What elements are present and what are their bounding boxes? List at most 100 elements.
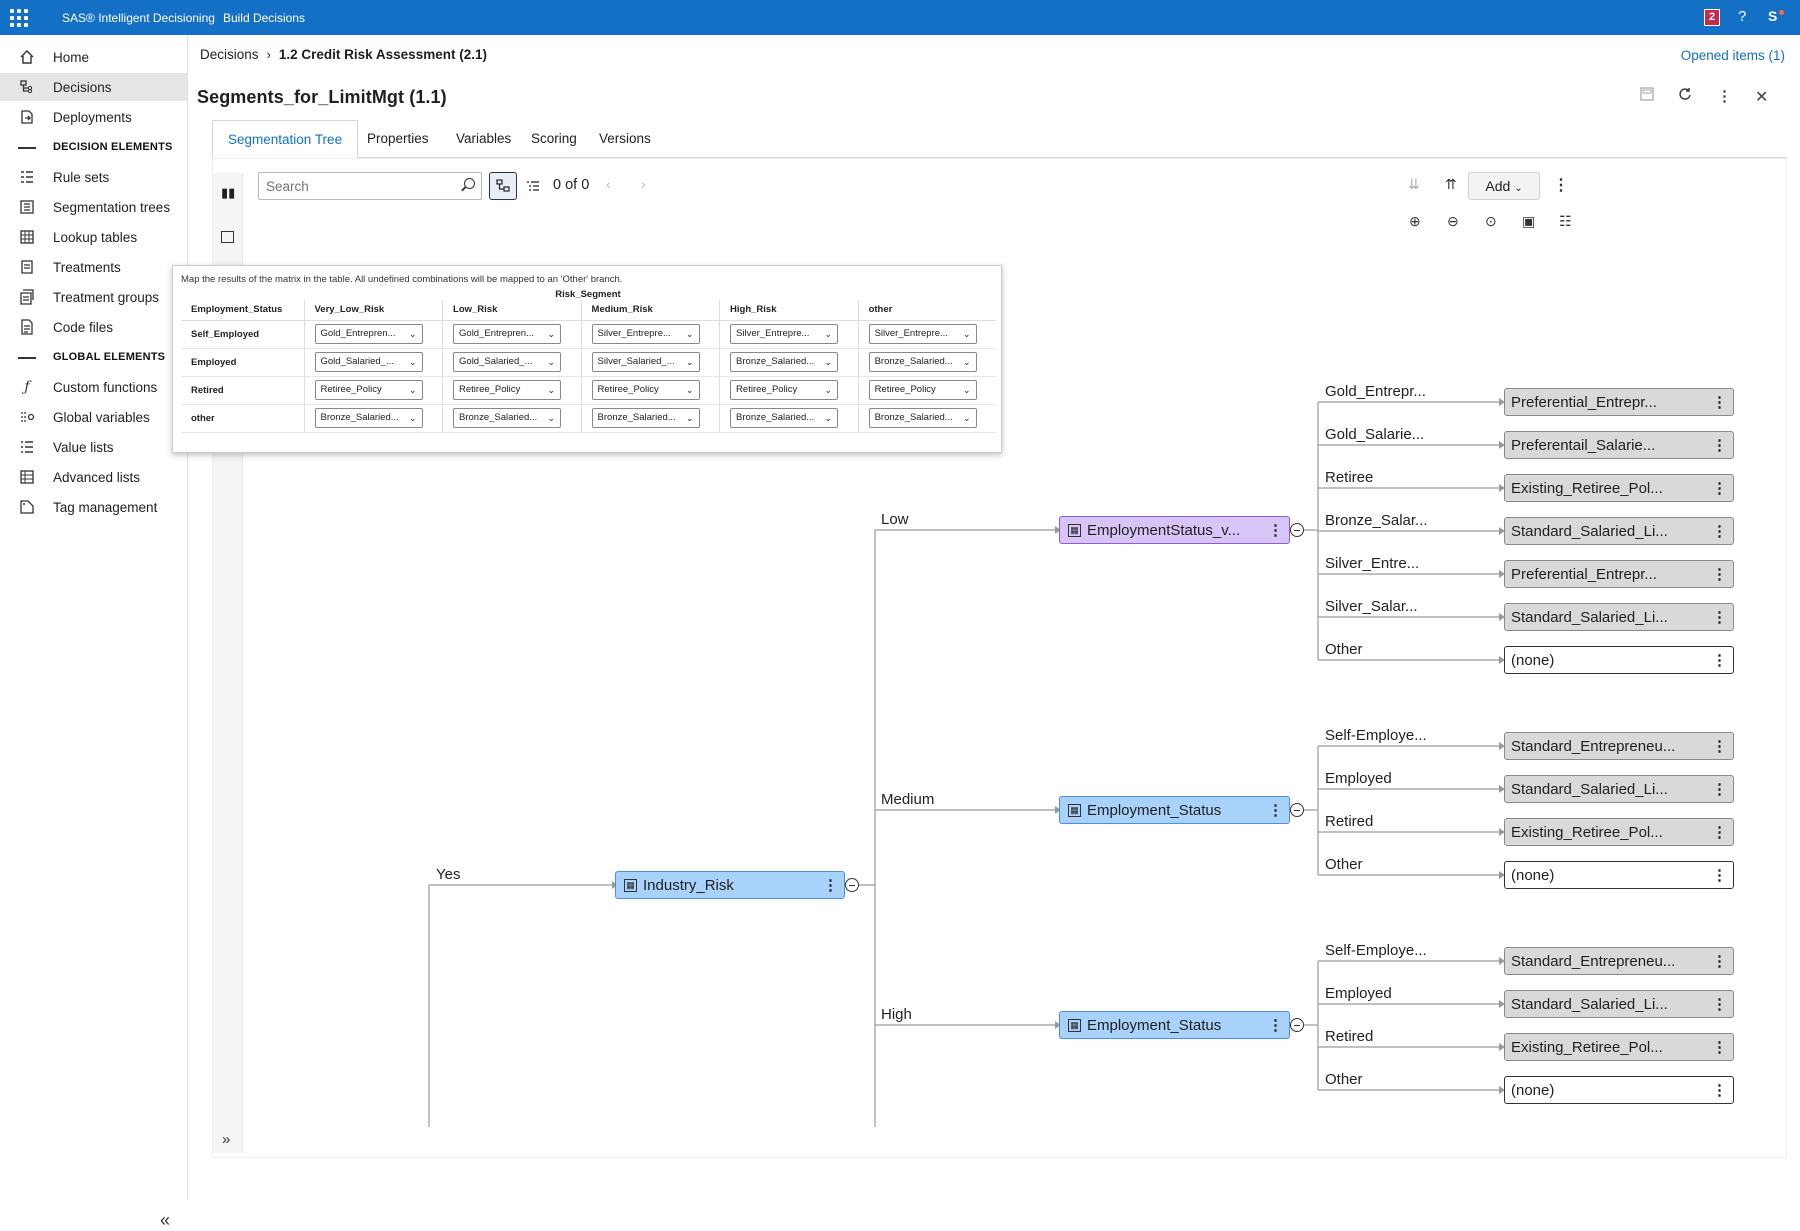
leaf-node[interactable]: Standard_Salaried_Li...⋮ (1504, 603, 1734, 631)
sidebar-item-code-files[interactable]: Code files (0, 313, 187, 341)
canvas-more-options-icon[interactable]: ⋮ (1553, 177, 1569, 194)
node-menu-icon[interactable]: ⋮ (1712, 867, 1727, 884)
expand-panel-icon[interactable]: » (222, 1131, 231, 1148)
app-switcher-icon[interactable] (10, 9, 28, 27)
leaf-node-empty[interactable]: (none)⋮ (1504, 861, 1734, 889)
leaf-node[interactable]: Preferential_Entrepr...⋮ (1504, 560, 1734, 588)
search-input[interactable] (259, 173, 449, 199)
node-menu-icon[interactable]: ⋮ (1268, 1017, 1283, 1034)
notification-badge[interactable]: 2 (1704, 9, 1720, 26)
tab-versions[interactable]: Versions (599, 131, 651, 146)
matrix-select[interactable]: Bronze_Salaried...⌄ (314, 408, 423, 428)
node-menu-icon[interactable]: ⋮ (1712, 652, 1727, 669)
matrix-select[interactable]: Retiree_Policy⌄ (453, 380, 562, 400)
layout-options-icon[interactable]: ☷ (1559, 213, 1572, 229)
node-menu-icon[interactable]: ⋮ (1712, 738, 1727, 755)
previous-match-icon[interactable]: ‹ (606, 176, 611, 192)
leaf-node[interactable]: Existing_Retiree_Pol...⋮ (1504, 818, 1734, 846)
sidebar-item-global-variables[interactable]: Global variables (0, 403, 187, 431)
tab-variables[interactable]: Variables (456, 131, 512, 146)
matrix-select[interactable]: Gold_Salaried_...⌄ (314, 352, 423, 372)
tab-properties[interactable]: Properties (367, 131, 429, 146)
grid-view-icon[interactable] (221, 231, 234, 243)
sidebar-item-lookup-tables[interactable]: Lookup tables (0, 223, 187, 251)
sidebar-item-treatment-groups[interactable]: Treatment groups (0, 283, 187, 311)
matrix-select[interactable]: Bronze_Salaried...⌄ (730, 408, 839, 428)
add-button[interactable]: Add ⌄ (1468, 172, 1540, 200)
collapse-node-icon[interactable] (845, 878, 859, 892)
sidebar-item-tag-management[interactable]: Tag management (0, 493, 187, 521)
leaf-node[interactable]: Existing_Retiree_Pol...⋮ (1504, 1033, 1734, 1061)
close-icon[interactable]: ✕ (1755, 89, 1769, 106)
node-menu-icon[interactable]: ⋮ (1712, 523, 1727, 540)
node-menu-icon[interactable]: ⋮ (1712, 953, 1727, 970)
node-menu-icon[interactable]: ⋮ (1712, 824, 1727, 841)
node-employment-status-matrix[interactable]: ▦ EmploymentStatus_v... ⋮ (1059, 516, 1290, 544)
collapse-sidebar-icon[interactable]: « (160, 1210, 171, 1230)
sidebar-item-decisions[interactable]: Decisions (0, 73, 187, 101)
sidebar-item-advanced-lists[interactable]: Advanced lists (0, 463, 187, 491)
leaf-node[interactable]: Standard_Entrepreneu...⋮ (1504, 732, 1734, 760)
node-menu-icon[interactable]: ⋮ (1712, 1082, 1727, 1099)
node-menu-icon[interactable]: ⋮ (1712, 437, 1727, 454)
node-menu-icon[interactable]: ⋮ (823, 877, 838, 894)
leaf-node[interactable]: Standard_Salaried_Li...⋮ (1504, 990, 1734, 1018)
node-menu-icon[interactable]: ⋮ (1712, 996, 1727, 1013)
sidebar-item-home[interactable]: Home (0, 43, 187, 71)
matrix-select[interactable]: Silver_Entrepre...⌄ (591, 324, 700, 344)
collapse-all-icon[interactable]: ⇈ (1445, 176, 1457, 192)
sidebar-item-segmentation-trees[interactable]: Segmentation trees (0, 193, 187, 221)
sidebar-item-custom-functions[interactable]: ƒ Custom functions (0, 373, 187, 401)
node-menu-icon[interactable]: ⋮ (1712, 1039, 1727, 1056)
matrix-select[interactable]: Bronze_Salaried...⌄ (868, 408, 977, 428)
save-icon[interactable] (1640, 87, 1654, 105)
leaf-node[interactable]: Standard_Salaried_Li...⋮ (1504, 775, 1734, 803)
node-industry-risk[interactable]: ▦ Industry_Risk ⋮ (615, 871, 845, 899)
zoom-reset-icon[interactable]: ⊙ (1485, 213, 1497, 229)
matrix-select[interactable]: Silver_Entrepre...⌄ (868, 324, 977, 344)
tab-segmentation-tree[interactable]: Segmentation Tree (212, 120, 359, 159)
node-menu-icon[interactable]: ⋮ (1712, 480, 1727, 497)
zoom-in-icon[interactable]: ⊕ (1409, 213, 1421, 229)
refresh-icon[interactable] (1678, 87, 1692, 105)
sidebar-item-deployments[interactable]: Deployments (0, 103, 187, 131)
expand-all-icon[interactable]: ⇊ (1408, 176, 1420, 192)
matrix-select[interactable]: Bronze_Salaried...⌄ (453, 408, 562, 428)
opened-items-link[interactable]: Opened items (1) (1680, 48, 1785, 63)
leaf-node[interactable]: Preferentail_Salarie...⋮ (1504, 431, 1734, 459)
matrix-select[interactable]: Bronze_Salaried...⌄ (730, 352, 839, 372)
breadcrumb-root[interactable]: Decisions (200, 47, 259, 62)
matrix-select[interactable]: Silver_Salaried_...⌄ (591, 352, 700, 372)
user-avatar[interactable]: S (1768, 8, 1785, 24)
sidebar-item-treatments[interactable]: Treatments (0, 253, 187, 281)
matrix-select[interactable]: Retiree_Policy⌄ (730, 380, 839, 400)
node-employment-status-medium[interactable]: ▦ Employment_Status ⋮ (1059, 796, 1290, 824)
node-menu-icon[interactable]: ⋮ (1712, 566, 1727, 583)
leaf-node-empty[interactable]: (none)⋮ (1504, 646, 1734, 674)
collapse-node-icon[interactable] (1290, 523, 1304, 537)
matrix-select[interactable]: Gold_Entrepren...⌄ (453, 324, 562, 344)
leaf-node[interactable]: Preferential_Entrepr...⋮ (1504, 388, 1734, 416)
matrix-select[interactable]: Retiree_Policy⌄ (591, 380, 700, 400)
matrix-select[interactable]: Retiree_Policy⌄ (314, 380, 423, 400)
sidebar-item-value-lists[interactable]: Value lists (0, 433, 187, 461)
matrix-select[interactable]: Retiree_Policy⌄ (868, 380, 977, 400)
leaf-node-empty[interactable]: (none)⋮ (1504, 1076, 1734, 1104)
list-view-button[interactable] (519, 172, 547, 200)
collapse-node-icon[interactable] (1290, 803, 1304, 817)
node-menu-icon[interactable]: ⋮ (1268, 802, 1283, 819)
node-menu-icon[interactable]: ⋮ (1712, 394, 1727, 411)
matrix-select[interactable]: Gold_Entrepren...⌄ (314, 324, 423, 344)
search-icon[interactable] (464, 178, 475, 189)
leaf-node[interactable]: Standard_Entrepreneu...⋮ (1504, 947, 1734, 975)
node-employment-status-high[interactable]: ▦ Employment_Status ⋮ (1059, 1011, 1290, 1039)
node-menu-icon[interactable]: ⋮ (1712, 781, 1727, 798)
matrix-select[interactable]: Bronze_Salaried...⌄ (591, 408, 700, 428)
sidebar-item-rule-sets[interactable]: Rule sets (0, 163, 187, 191)
help-icon[interactable]: ? (1738, 8, 1747, 25)
leaf-node[interactable]: Standard_Salaried_Li...⋮ (1504, 517, 1734, 545)
zoom-out-icon[interactable]: ⊖ (1447, 213, 1459, 229)
tab-scoring[interactable]: Scoring (531, 131, 577, 146)
more-options-icon[interactable]: ⋮ (1717, 88, 1732, 105)
tree-view-button[interactable] (489, 172, 517, 200)
